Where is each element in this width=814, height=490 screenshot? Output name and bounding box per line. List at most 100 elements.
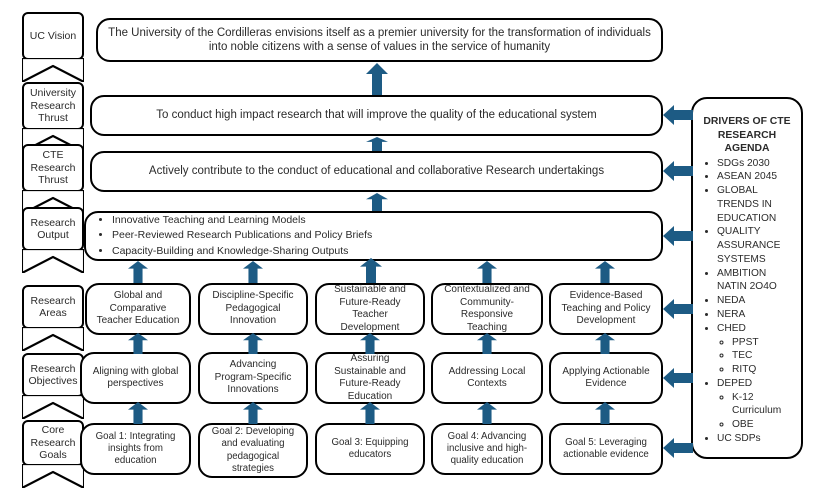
ribbon-tail [22,327,84,351]
row-label-university-research-thrust: University Research Thrust [22,82,84,152]
driver-item: DEPED K-12 Curriculum OBE [717,377,793,432]
university-thrust-box: To conduct high impact research that wil… [90,95,663,136]
up-arrow-icon [477,261,497,283]
driver-item: SDGs 2030 [717,157,793,171]
driver-item: AMBITION NATIN 2O4O [717,267,793,295]
research-area-text: Evidence-Based Teaching and Policy Devel… [561,290,651,327]
up-arrow-icon [128,333,148,354]
research-area-text: Sustainable and Future-Ready Teacher Dev… [334,284,406,333]
core-goal-text: Goal 3: Equipping educators [331,436,409,460]
up-arrow-icon [360,333,380,354]
up-arrow-icon [595,261,615,283]
row-label-research-output: Research Output [22,207,84,273]
research-area-text: Contextualized and Community-Responsive … [444,284,530,333]
research-objective-text: Applying Actionable Evidence [562,365,650,390]
row-label-research-objectives: Research Objectives [22,353,84,419]
research-area-2: Discipline-Specific Pedagogical Innovati… [198,283,308,335]
ribbon-tail [22,464,84,488]
research-area-4: Contextualized and Community-Responsive … [431,283,543,335]
left-arrow-icon [663,438,693,458]
research-area-3: Sustainable and Future-Ready Teacher Dev… [315,283,425,335]
row-label-core-research-goals: Core Research Goals [22,420,84,488]
research-area-1: Global and Comparative Teacher Education [85,283,191,335]
row-label-text: CTE Research Thrust [30,149,76,187]
up-arrow-icon [477,402,497,424]
driver-item: GLOBAL TRENDS IN EDUCATION [717,184,793,225]
list-item: Innovative Teaching and Learning Models [112,213,372,228]
up-arrow-icon [366,193,388,211]
up-arrow-icon [360,258,382,283]
core-goal-1: Goal 1: Integrating insights from educat… [80,423,191,475]
left-arrow-icon [663,161,693,181]
driver-item: ASEAN 2045 [717,170,793,184]
core-goal-text: Goal 5: Leveraging actionable evidence [563,436,649,460]
up-arrow-icon [243,261,263,283]
left-arrow-icon [663,299,693,319]
up-arrow-icon [128,402,148,424]
left-arrow-icon [663,226,693,246]
research-objective-4: Addressing Local Contexts [431,352,543,404]
research-area-5: Evidence-Based Teaching and Policy Devel… [549,283,663,335]
row-label-uc-vision: UC Vision [22,12,84,82]
driver-item: NEDA [717,294,793,308]
driver-subitem: PPST [732,336,793,350]
driver-item: QUALITY ASSURANCE SYSTEMS [717,225,793,266]
row-label-research-areas: Research Areas [22,285,84,351]
vision-box: The University of the Cordilleras envisi… [96,18,663,62]
core-goal-3: Goal 3: Equipping educators [315,423,425,475]
list-item: Capacity-Building and Knowledge-Sharing … [112,244,372,259]
list-item: Peer-Reviewed Research Publications and … [112,228,372,243]
ribbon-tail [22,58,84,82]
row-label-text: University Research Thrust [29,87,77,125]
research-area-text: Global and Comparative Teacher Education [96,290,180,327]
driver-sublist: K-12 Curriculum OBE [717,391,793,432]
row-label-text: Research Output [30,216,76,241]
ribbon-tail [22,190,84,214]
row-label-text: Research Objectives [28,362,78,387]
research-objective-text: Advancing Program-Specific Innovations [214,359,292,396]
up-arrow-icon [243,402,263,424]
up-arrow-icon [243,333,263,354]
up-arrow-icon [360,402,380,424]
research-objective-text: Aligning with global perspectives [92,365,179,390]
research-output-box: Innovative Teaching and Learning Models … [84,211,663,261]
driver-item: NERA [717,308,793,322]
drivers-list: SDGs 2030 ASEAN 2045 GLOBAL TRENDS IN ED… [701,157,793,446]
up-arrow-icon [477,333,497,354]
up-arrow-icon [128,261,148,283]
research-area-text: Discipline-Specific Pedagogical Innovati… [212,290,294,327]
core-goal-5: Goal 5: Leveraging actionable evidence [549,423,663,475]
cte-thrust-text: Actively contribute to the conduct of ed… [148,165,605,178]
research-output-list: Innovative Teaching and Learning Models … [86,213,372,259]
core-goal-text: Goal 4: Advancing inclusive and high-qua… [446,430,528,467]
row-label-text: Research Areas [30,294,76,319]
research-objective-1: Aligning with global perspectives [80,352,191,404]
driver-item-label: CHED [717,322,746,334]
left-arrow-icon [663,105,693,125]
driver-subitem: OBE [732,418,793,432]
core-goal-text: Goal 1: Integrating insights from educat… [95,430,176,467]
row-label-text: UC Vision [29,29,77,42]
up-arrow-icon [595,402,615,424]
driver-item: UC SDPs [717,432,793,446]
ribbon-tail [22,249,84,273]
up-arrow-icon [595,333,615,354]
core-goal-text: Goal 2: Developing and evaluating pedago… [211,426,295,474]
driver-sublist: PPST TEC RITQ [717,336,793,377]
research-objective-text: Addressing Local Contexts [448,365,526,390]
driver-subitem: RITQ [732,363,793,377]
driver-subitem: TEC [732,349,793,363]
left-arrow-icon [663,368,693,388]
university-thrust-text: To conduct high impact research that wil… [156,109,597,122]
research-objective-3: Assuring Sustainable and Future-Ready Ed… [315,352,425,404]
driver-item: CHED PPST TEC RITQ [717,322,793,377]
row-label-text: Core Research Goals [30,424,76,462]
vision-text: The University of the Cordilleras envisi… [108,26,651,53]
research-objective-5: Applying Actionable Evidence [549,352,663,404]
up-arrow-icon [366,63,388,95]
cte-thrust-box: Actively contribute to the conduct of ed… [90,151,663,192]
drivers-panel: DRIVERS OF CTE RESEARCH AGENDA SDGs 2030… [691,97,803,459]
ribbon-tail [22,395,84,419]
research-objective-2: Advancing Program-Specific Innovations [198,352,308,404]
